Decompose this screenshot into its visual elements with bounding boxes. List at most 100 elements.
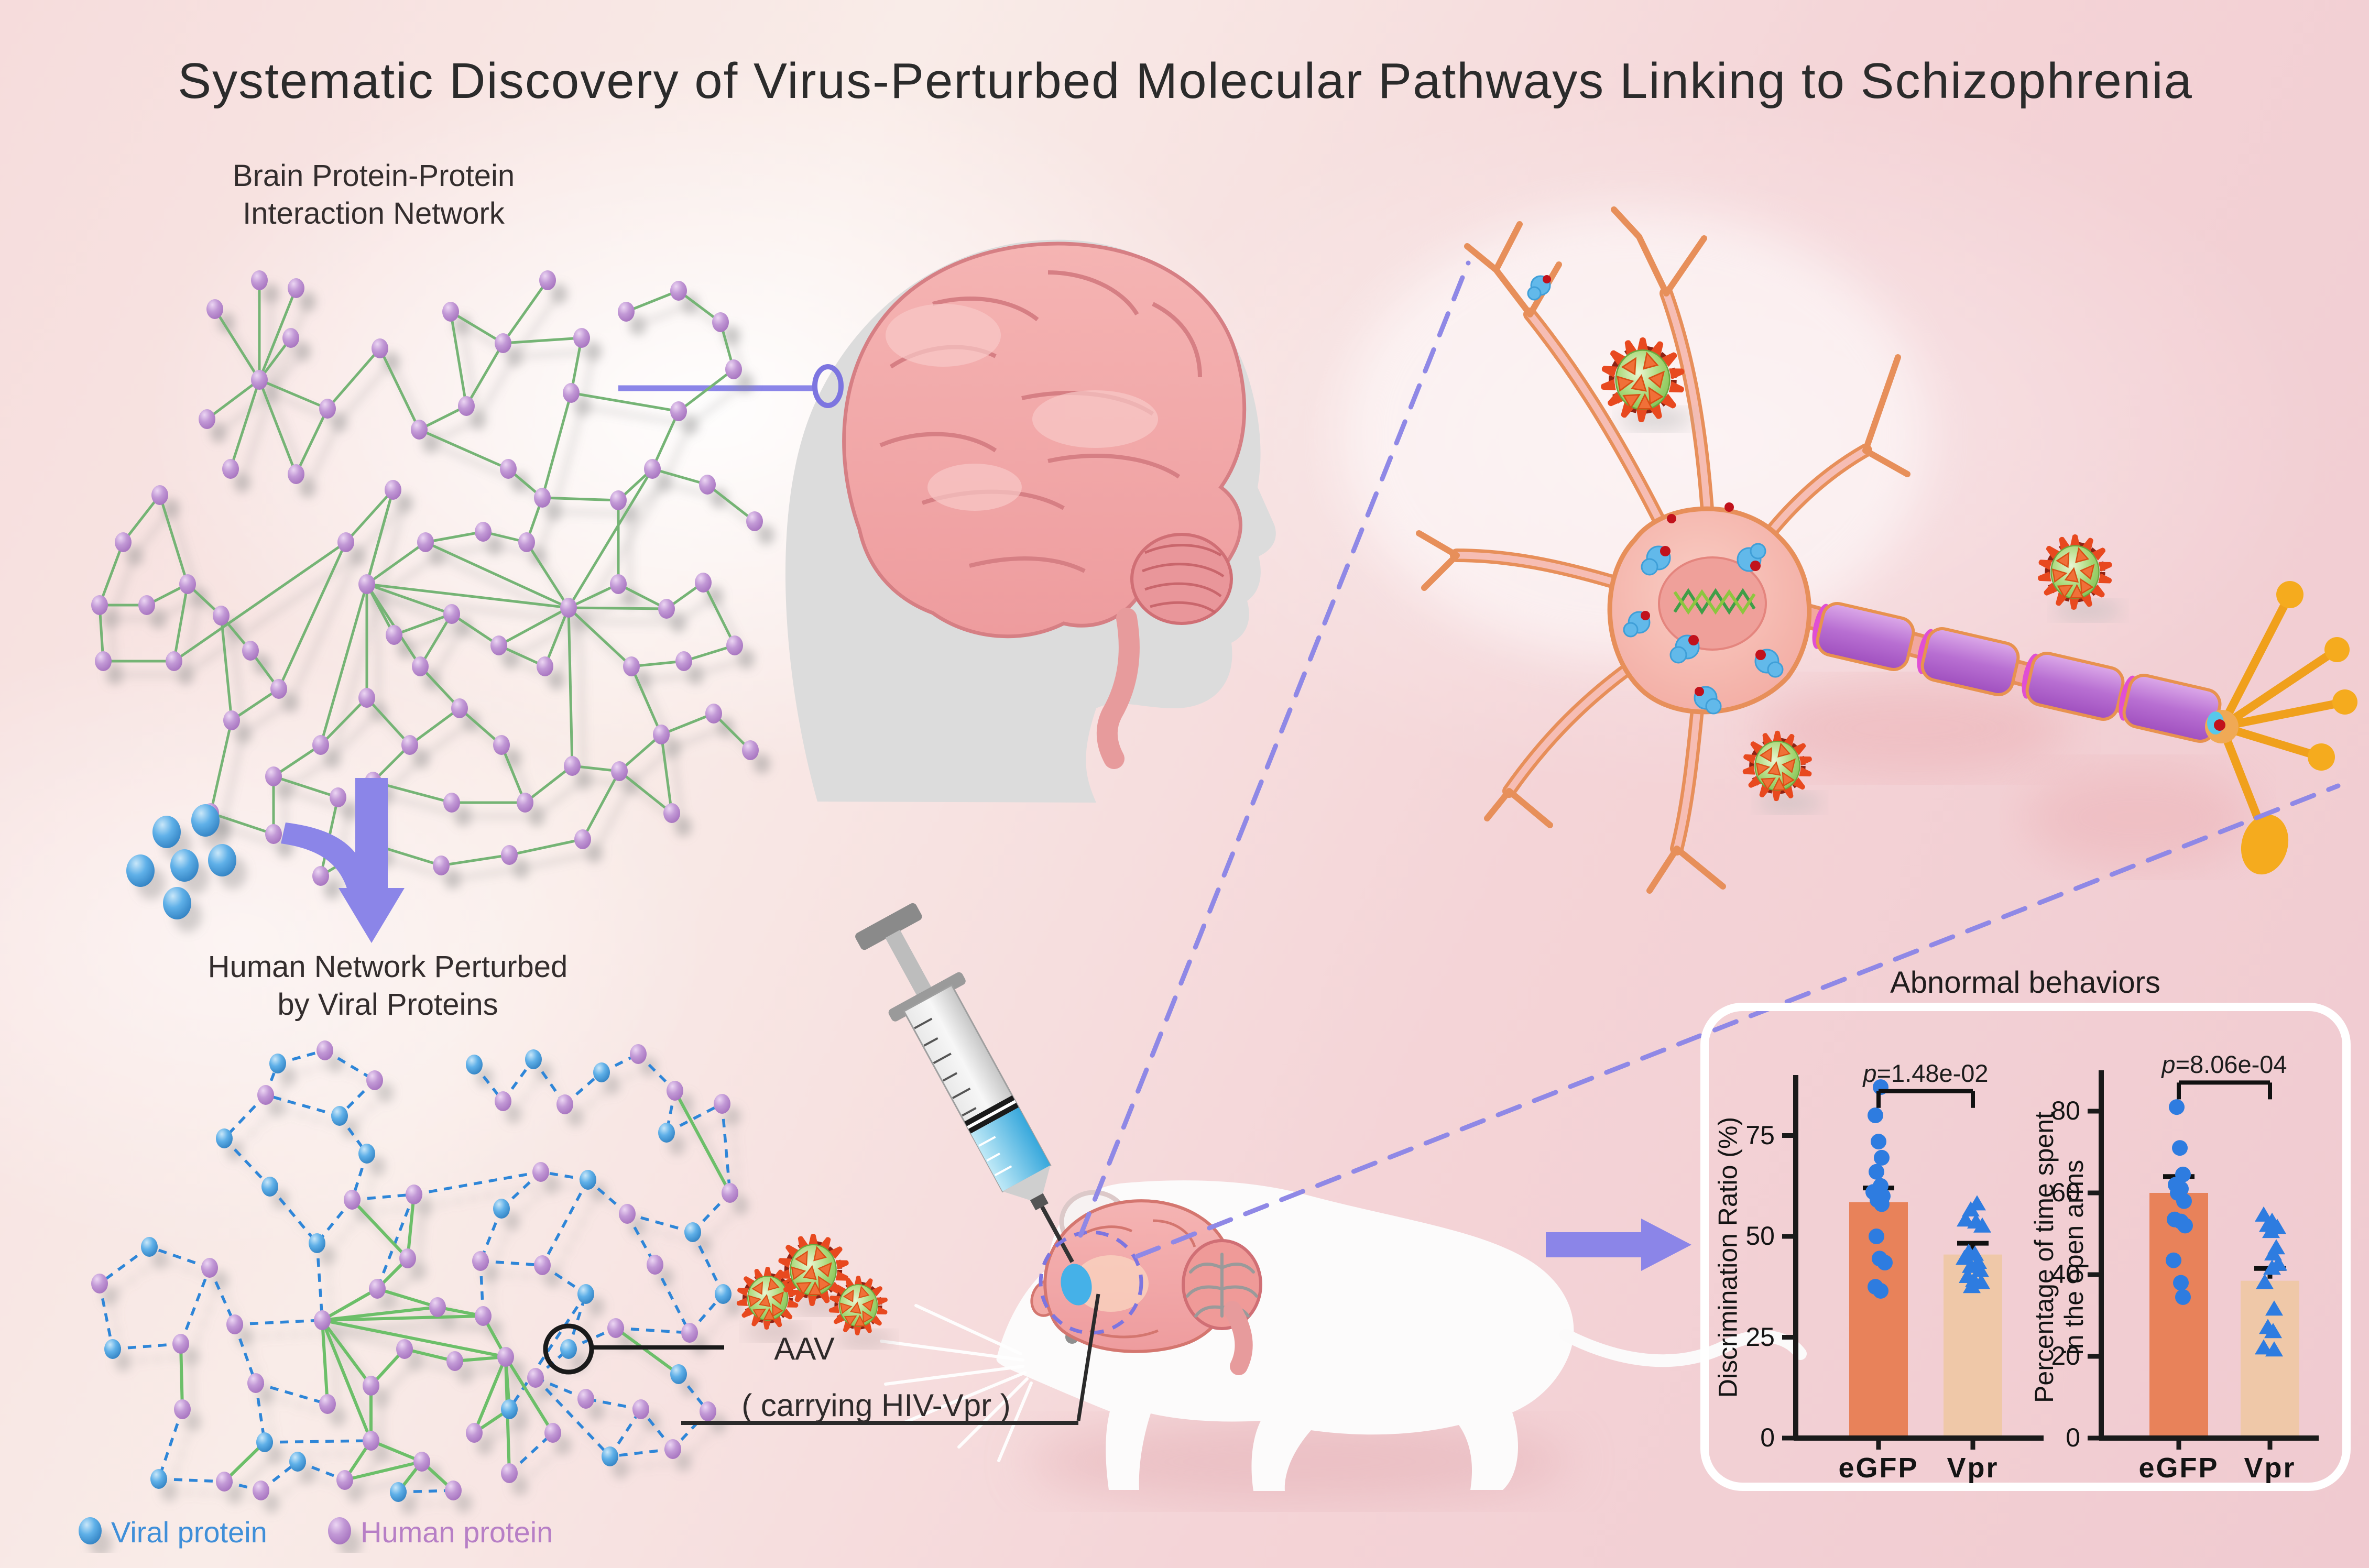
network-edge: [406, 1194, 416, 1259]
human-protein-node: [699, 475, 716, 495]
network-edge: [206, 379, 260, 420]
network-edge: [678, 368, 735, 412]
network-edge: [541, 392, 573, 498]
network-edge: [441, 853, 510, 867]
human-protein-node: [413, 1452, 430, 1472]
human-protein-node: [179, 574, 196, 594]
y-tick-label: 50: [1745, 1221, 1775, 1251]
human-protein-node: [91, 595, 108, 615]
y-tick-label: 0: [2066, 1423, 2080, 1452]
network-edge: [351, 1198, 409, 1260]
data-point: [2265, 1341, 2283, 1357]
y-tick-label: 60: [2051, 1178, 2080, 1207]
human-protein-node: [316, 1040, 333, 1060]
human-protein-node: [695, 573, 712, 593]
human-protein-node: [151, 485, 168, 505]
human-protein-node: [385, 480, 401, 500]
human-protein-node: [544, 1423, 561, 1443]
chart-open-arms: [2088, 1070, 2319, 1450]
network-edge: [344, 1460, 422, 1482]
network-edge: [501, 279, 549, 344]
network-edge: [345, 489, 394, 543]
viral-protein-node: [560, 1339, 577, 1359]
human-protein-node: [443, 604, 460, 624]
network-edge: [322, 1306, 438, 1322]
human-protein-node: [493, 735, 510, 755]
data-point: [1869, 1229, 1884, 1244]
human-protein-node: [472, 1251, 489, 1271]
human-protein-node: [288, 464, 304, 484]
soft-shadow: [1755, 681, 2070, 775]
viral-protein-node: [602, 1446, 618, 1466]
viral-protein-node: [658, 1123, 675, 1143]
data-point: [2166, 1252, 2181, 1268]
data-point: [1973, 1217, 1991, 1233]
behaviors-panel-border: [1700, 1003, 2351, 1491]
network-edge: [404, 1347, 455, 1363]
network-edge: [322, 1319, 506, 1358]
network-edge: [376, 1194, 416, 1289]
network-edge: [451, 612, 500, 647]
y-tick-label: 75: [1745, 1120, 1775, 1150]
legend-markers: [79, 1517, 351, 1544]
human-protein-node: [466, 1423, 483, 1443]
human-protein-node: [746, 511, 763, 531]
network-edge: [394, 612, 452, 637]
data-point: [1874, 1196, 1890, 1212]
network-edge: [112, 1342, 181, 1351]
human-protein-node: [358, 574, 375, 594]
network-edge: [660, 734, 673, 814]
human-protein-node: [563, 383, 580, 403]
y-tick-label: 0: [1760, 1423, 1775, 1452]
network-edge: [210, 812, 274, 836]
human-protein-node: [647, 1255, 663, 1275]
dendrite-tips: [1416, 206, 1911, 894]
figure-title: Systematic Discovery of Virus-Perturbed …: [178, 53, 2193, 109]
human-protein-node: [288, 278, 304, 298]
data-point: [2256, 1274, 2274, 1289]
neuron-illustration: [1416, 206, 2357, 894]
human-protein-node: [257, 1085, 274, 1105]
network-edge: [509, 838, 583, 857]
viral-protein-icon: [79, 1517, 102, 1544]
network-edge: [458, 707, 503, 746]
network-edge: [352, 1193, 414, 1201]
viral-protein-node: [104, 1339, 121, 1359]
syringe-needle: [1040, 1205, 1074, 1263]
human-protein-node: [443, 793, 460, 813]
network-edge: [683, 644, 735, 663]
human-protein-node: [537, 656, 553, 676]
network-edge: [665, 1102, 723, 1134]
network-edge: [231, 687, 280, 722]
data-point: [1971, 1262, 1989, 1277]
network-edge: [706, 484, 756, 522]
viral-protein-node: [256, 1432, 273, 1452]
human-protein-node: [369, 1279, 386, 1299]
network-edge: [173, 541, 347, 663]
network-edge: [265, 1093, 340, 1117]
y-tick-label: 80: [2051, 1096, 2080, 1125]
human-protein-node: [610, 490, 627, 510]
network-edge: [365, 583, 396, 636]
human-protein-node: [517, 793, 533, 813]
human-protein-node: [411, 420, 428, 440]
human-protein-node: [312, 735, 329, 755]
y-tick-label: 40: [2051, 1259, 2080, 1289]
human-protein-node: [630, 1044, 647, 1064]
network-edge: [424, 541, 570, 609]
perturb-arrow: [281, 778, 405, 943]
network-edge: [465, 342, 505, 407]
injection-site: [1061, 1264, 1092, 1306]
zoom-target-ring: [812, 364, 844, 408]
data-point: [2263, 1259, 2281, 1275]
human-protein-node: [213, 606, 230, 626]
human-protein-node: [618, 302, 635, 322]
human-protein-node: [115, 532, 132, 552]
human-protein-node: [574, 829, 591, 849]
human-protein-node: [265, 766, 282, 786]
human-protein-node: [174, 1399, 191, 1419]
network-edge: [525, 541, 570, 609]
data-point: [2177, 1218, 2193, 1234]
network-edge: [321, 1320, 329, 1405]
network-edge: [615, 1326, 680, 1376]
